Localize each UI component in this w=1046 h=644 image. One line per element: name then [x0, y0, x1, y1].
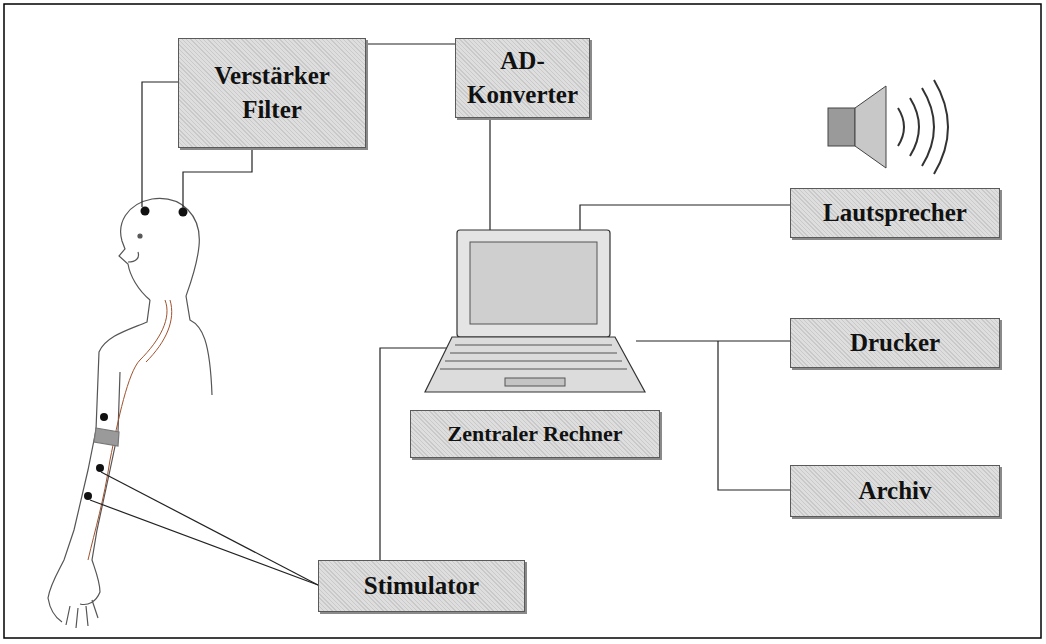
laptop-icon [425, 337, 645, 392]
keyboard-row [455, 345, 612, 346]
speaker-icon [828, 108, 855, 146]
human-figure [48, 300, 150, 628]
speaker-wire [580, 205, 790, 230]
human-figure [179, 208, 188, 217]
amplifier-box: Verstärker Filter [178, 38, 366, 148]
box-label: AD- Konverter [464, 44, 581, 112]
computer-box: Zentraler Rechner [410, 410, 660, 458]
human-figure [84, 492, 92, 500]
human-figure [128, 252, 139, 262]
archive-wire [718, 341, 790, 490]
data-wire [489, 115, 490, 230]
human-figure [80, 372, 120, 605]
human-figure [119, 199, 199, 300]
laptop-icon [425, 230, 645, 392]
laptop-icon [457, 230, 610, 337]
stimulator-box: Stimulator [318, 560, 525, 612]
wire [90, 82, 790, 585]
human-figure [141, 207, 150, 216]
box-label: Verstärker Filter [187, 59, 357, 127]
human-figure [186, 296, 212, 395]
keyboard-row [445, 361, 622, 362]
box-label: Archiv [858, 474, 931, 508]
laptop-icon [505, 378, 565, 386]
human-figure [96, 464, 104, 472]
laptop-icon [470, 242, 597, 324]
human-figure [48, 199, 212, 628]
speaker-icon [898, 108, 904, 146]
speaker-box: Lautsprecher [790, 188, 1000, 238]
human-figure [100, 413, 108, 421]
box-label: Lautsprecher [823, 196, 967, 230]
human-figure [146, 300, 172, 362]
human-figure [138, 234, 142, 238]
keyboard-row [440, 369, 627, 370]
speaker-icon [922, 88, 934, 166]
printer-box: Drucker [790, 318, 1000, 368]
converter-box: AD- Konverter [455, 38, 590, 118]
speaker-icon [828, 80, 948, 174]
electrode-wire [142, 82, 178, 207]
speaker-icon [855, 86, 886, 168]
box-label: Zentraler Rechner [448, 419, 623, 449]
box-label: Drucker [850, 326, 940, 360]
human-figure [88, 300, 167, 560]
printer-wire [636, 340, 790, 341]
speaker-icon [910, 98, 919, 156]
frame [4, 4, 1041, 638]
keyboard-row [450, 353, 617, 354]
stimulator-lead [90, 500, 318, 585]
archive-box: Archiv [790, 465, 1000, 517]
laptop-icon [440, 345, 627, 369]
electrode-wire [183, 148, 252, 208]
stimulator-lead [101, 472, 318, 585]
connector [366, 43, 455, 44]
speaker-icon [934, 80, 948, 174]
box-label: Stimulator [364, 569, 479, 603]
human-figure [94, 428, 119, 446]
